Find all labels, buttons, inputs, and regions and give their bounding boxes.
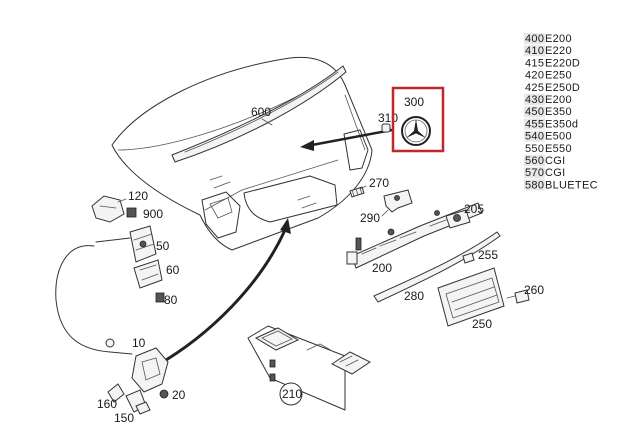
variant-code: 455 — [525, 118, 544, 130]
variant-row-shade — [524, 155, 545, 166]
screw-270: 270 — [349, 176, 389, 198]
label-60: 60 — [166, 263, 180, 277]
label-250: 250 — [472, 317, 492, 331]
variant-row-shade — [524, 118, 545, 130]
clip-310: 310 — [378, 111, 398, 133]
variant-badge: CGI — [545, 167, 565, 179]
label-80: 80 — [164, 293, 178, 307]
variant-code: 425 — [525, 82, 544, 94]
variant-badge: E200 — [545, 94, 572, 106]
label-50: 50 — [156, 239, 170, 253]
switch-205: 205 — [445, 202, 484, 229]
variant-code: 415 — [525, 57, 544, 69]
label-260: 260 — [524, 283, 544, 297]
variant-code: 550 — [525, 143, 544, 155]
label-205: 205 — [464, 202, 484, 216]
plate-holder-250: 250 — [437, 267, 505, 331]
variant-badge: CGI — [545, 155, 565, 167]
bolt-80: 80 — [155, 292, 178, 307]
variant-code: 420 — [525, 70, 544, 82]
label-10: 10 — [132, 336, 146, 350]
variant-badge: E220D — [545, 57, 580, 69]
variant-code: 570 — [525, 167, 544, 179]
highlight-box — [391, 86, 445, 153]
spoiler-600: 600 — [171, 65, 347, 163]
variant-code: 400 — [525, 33, 544, 45]
variant-badge: E350d — [545, 118, 578, 130]
lock-latch-60: 60 — [133, 259, 180, 289]
variant-badge: E350 — [545, 106, 572, 118]
screw-20: 20 — [159, 388, 186, 402]
lock-arrow — [155, 218, 291, 368]
variant-badge: BLUETEC — [545, 179, 598, 191]
variant-code: 430 — [525, 94, 544, 106]
label-600: 600 — [251, 105, 271, 119]
label-270: 270 — [369, 176, 389, 190]
variant-code: 410 — [525, 45, 544, 57]
label-200: 200 — [372, 261, 392, 275]
lock-assembly-10: 10 — [131, 336, 169, 393]
screw-260: 260 — [506, 283, 544, 304]
label-20: 20 — [172, 388, 186, 402]
chrome-trim-280: 280 — [373, 231, 501, 303]
trunk-lid — [111, 56, 373, 251]
variant-row-shade — [524, 130, 545, 142]
clip-255: 255 — [462, 248, 498, 264]
label-150: 150 — [114, 411, 134, 425]
variant-row-shade — [524, 167, 545, 179]
bracket-150: 150 — [114, 389, 151, 425]
part-900: 900 — [126, 207, 163, 221]
seal-kit-210: 210 — [247, 325, 371, 411]
label-900: 900 — [143, 207, 163, 221]
clip-160: 160 — [97, 383, 125, 411]
label-210: 210 — [282, 387, 302, 401]
label-290: 290 — [360, 211, 380, 225]
star-emblem-300[interactable]: 300 — [391, 86, 445, 153]
variant-row-shade — [524, 45, 545, 57]
variant-badge: E250 — [545, 70, 572, 82]
label-255: 255 — [478, 248, 498, 262]
variant-row-shade — [524, 179, 545, 191]
emblem-arrow — [300, 128, 393, 151]
label-160: 160 — [97, 397, 117, 411]
variant-row-shade — [524, 94, 545, 105]
variant-badge: E220 — [545, 45, 572, 57]
variant-badge: E550 — [545, 143, 572, 155]
release-cable — [55, 237, 133, 355]
label-280: 280 — [404, 289, 424, 303]
variant-code: 450 — [525, 106, 544, 118]
variant-row-shade — [524, 33, 545, 44]
variant-badge: E500 — [545, 131, 572, 143]
variant-badge: E250D — [545, 82, 580, 94]
lock-motor-50: 50 — [129, 225, 170, 263]
label-300: 300 — [404, 95, 424, 109]
lock-bracket-120: 120 — [91, 189, 148, 223]
bracket-290: 290 — [360, 189, 413, 225]
label-310: 310 — [378, 111, 398, 125]
label-120: 120 — [128, 189, 148, 203]
variant-badge: E200 — [545, 33, 572, 45]
variant-code: 540 — [525, 131, 544, 143]
variant-code: 580 — [525, 179, 544, 191]
variant-row-shade — [524, 106, 545, 118]
variant-code: 560 — [525, 155, 544, 167]
